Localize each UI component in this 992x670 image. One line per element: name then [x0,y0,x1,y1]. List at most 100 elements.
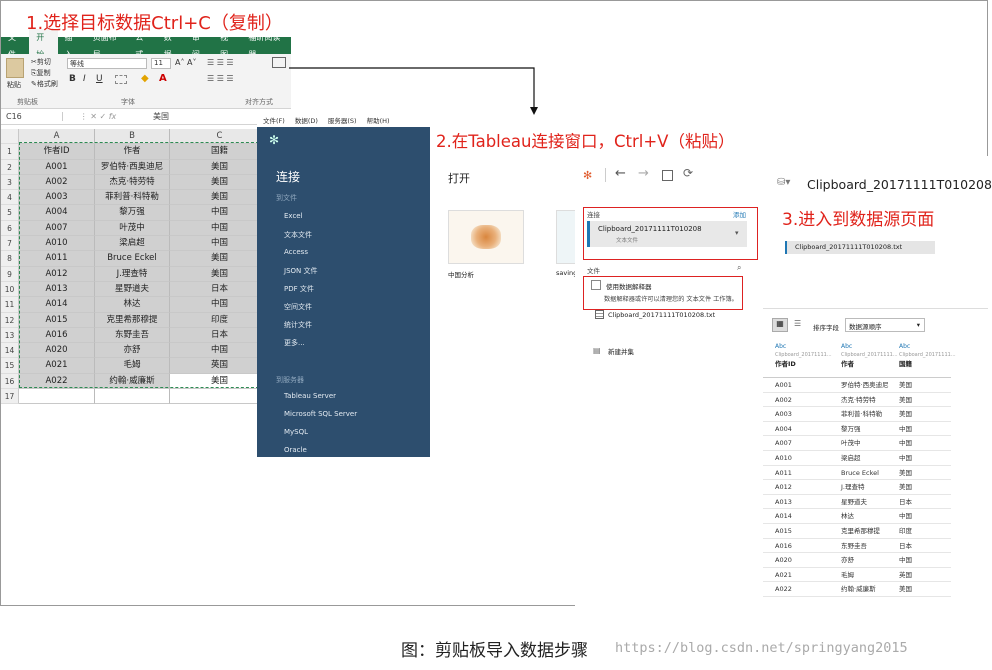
cell[interactable]: 东野圭吾 [95,327,170,344]
column-header-1[interactable]: B [95,129,170,145]
copy-button[interactable]: ⎘复制 [31,69,51,77]
formula-input[interactable]: 美国 [153,112,169,121]
format-painter-button[interactable]: ✎格式刷 [31,80,58,88]
cell[interactable]: J.理查特 [95,266,170,282]
cell[interactable]: A014 [19,297,95,313]
font-color-icon[interactable]: A [159,73,167,84]
connector-item[interactable]: 统计文件 [284,321,312,329]
server-connector-item[interactable]: MySQL [284,428,309,436]
cell[interactable]: 黎万强 [95,205,170,221]
cell[interactable]: A012 [19,266,95,282]
formula-buttons[interactable]: ⋮ ✕ ✓ fx [79,112,117,121]
font-size-select[interactable]: 11 [151,58,171,69]
cell[interactable]: 林达 [95,297,170,313]
cell[interactable] [95,389,170,405]
connection-item[interactable]: Clipboard_20171111T010208 文本文件 ▾ [587,221,747,247]
cell[interactable]: 罗伯特·西奥迪尼 [95,159,170,175]
table-pill[interactable]: Clipboard_20171111T010208.txt [785,241,935,254]
menu-item[interactable]: 文件(F) [263,117,285,125]
cell[interactable]: A016 [19,327,95,344]
cell[interactable]: A013 [19,281,95,298]
cell[interactable]: 亦舒 [95,343,170,359]
datasource-title[interactable]: Clipboard_20171111T010208 [807,177,992,192]
refresh-icon[interactable]: ⟳ [683,166,694,180]
back-icon[interactable]: ← [615,166,626,181]
underline-button[interactable]: U [96,74,103,84]
cell[interactable]: A021 [19,358,95,374]
list-view-icon[interactable]: ☰ [794,319,802,328]
connector-item[interactable]: PDF 文件 [284,285,314,293]
row-header[interactable]: 13 [1,327,19,344]
cell[interactable]: 梁启超 [95,236,170,252]
forward-icon[interactable]: → [638,166,649,181]
add-connection-link[interactable]: 添加 [733,211,746,219]
cell[interactable]: A011 [19,251,95,267]
search-icon[interactable]: ⌕ [737,263,742,272]
align-left-icons[interactable]: ☰ ☰ ☰ [207,74,234,83]
menu-item[interactable]: 帮助(H) [366,117,390,125]
row-header[interactable]: 12 [1,312,19,328]
cell[interactable]: 杰克·特劳特 [95,174,170,191]
bold-button[interactable]: B [69,74,76,84]
row-header[interactable]: 4 [1,190,19,206]
cell[interactable]: 星野道夫 [95,281,170,298]
row-header[interactable]: 9 [1,266,19,282]
tableau-start-icon[interactable]: ✻ [583,169,593,182]
file-item[interactable]: Clipboard_20171111T010208.txt [608,311,716,319]
cell[interactable]: 叶茂中 [95,220,170,237]
row-header[interactable]: 11 [1,297,19,313]
row-header[interactable]: 14 [1,343,19,359]
cell[interactable]: 毛姆 [95,358,170,374]
border-icon[interactable] [115,75,127,84]
row-header[interactable]: 17 [1,389,19,405]
connector-item[interactable]: JSON 文件 [284,267,318,275]
row-header[interactable]: 16 [1,373,19,390]
cut-button[interactable]: ✂剪切 [31,58,51,66]
wrap-text-icon[interactable] [272,57,286,68]
row-header[interactable]: 6 [1,220,19,237]
row-header[interactable]: 2 [1,159,19,175]
cell[interactable]: 克里希那穆提 [95,312,170,328]
connector-item[interactable]: Access [284,248,308,256]
workbook-thumbnail-2-label[interactable]: saving [556,269,578,277]
cell[interactable]: 作者ID [19,144,95,160]
workbook-thumbnail-1[interactable] [448,210,524,264]
row-header[interactable]: 10 [1,281,19,298]
connector-item[interactable]: 空间文件 [284,303,312,311]
row-header[interactable]: 3 [1,174,19,191]
chevron-down-icon[interactable]: ▾ [735,229,739,237]
cell[interactable]: A001 [19,159,95,175]
workbook-thumbnail-1-label[interactable]: 中国分析 [448,271,474,279]
cell[interactable]: A010 [19,236,95,252]
row-header[interactable]: 1 [1,144,19,160]
cell[interactable]: A007 [19,220,95,237]
corner-cell[interactable] [1,129,19,145]
font-grow-icon[interactable]: A˄ A˅ [175,58,197,67]
server-connector-item[interactable]: Tableau Server [284,392,337,400]
connector-item[interactable]: Excel [284,212,303,220]
row-header[interactable]: 7 [1,236,19,252]
cell[interactable]: A002 [19,174,95,191]
sort-select[interactable]: 数据源顺序▾ [845,318,925,332]
connector-item[interactable]: 文本文件 [284,231,312,239]
save-icon[interactable] [662,170,673,181]
cell[interactable] [170,389,270,405]
cell[interactable]: A004 [19,205,95,221]
grid-view-icon[interactable]: ▦ [772,318,788,332]
paste-icon[interactable] [6,58,24,78]
interpreter-checkbox[interactable] [591,280,601,290]
cell[interactable]: Bruce Eckel [95,251,170,267]
cell[interactable]: 作者 [95,144,170,160]
connector-item[interactable]: 更多... [284,339,305,347]
italic-button[interactable]: I [83,74,86,84]
row-header[interactable]: 5 [1,205,19,221]
name-box[interactable]: C16 [1,112,63,121]
cell[interactable]: A015 [19,312,95,328]
column-header-0[interactable]: A [19,129,95,145]
fill-color-icon[interactable]: ◆ [141,73,149,84]
menu-item[interactable]: 数据(D) [294,117,318,125]
cell[interactable] [19,389,95,405]
